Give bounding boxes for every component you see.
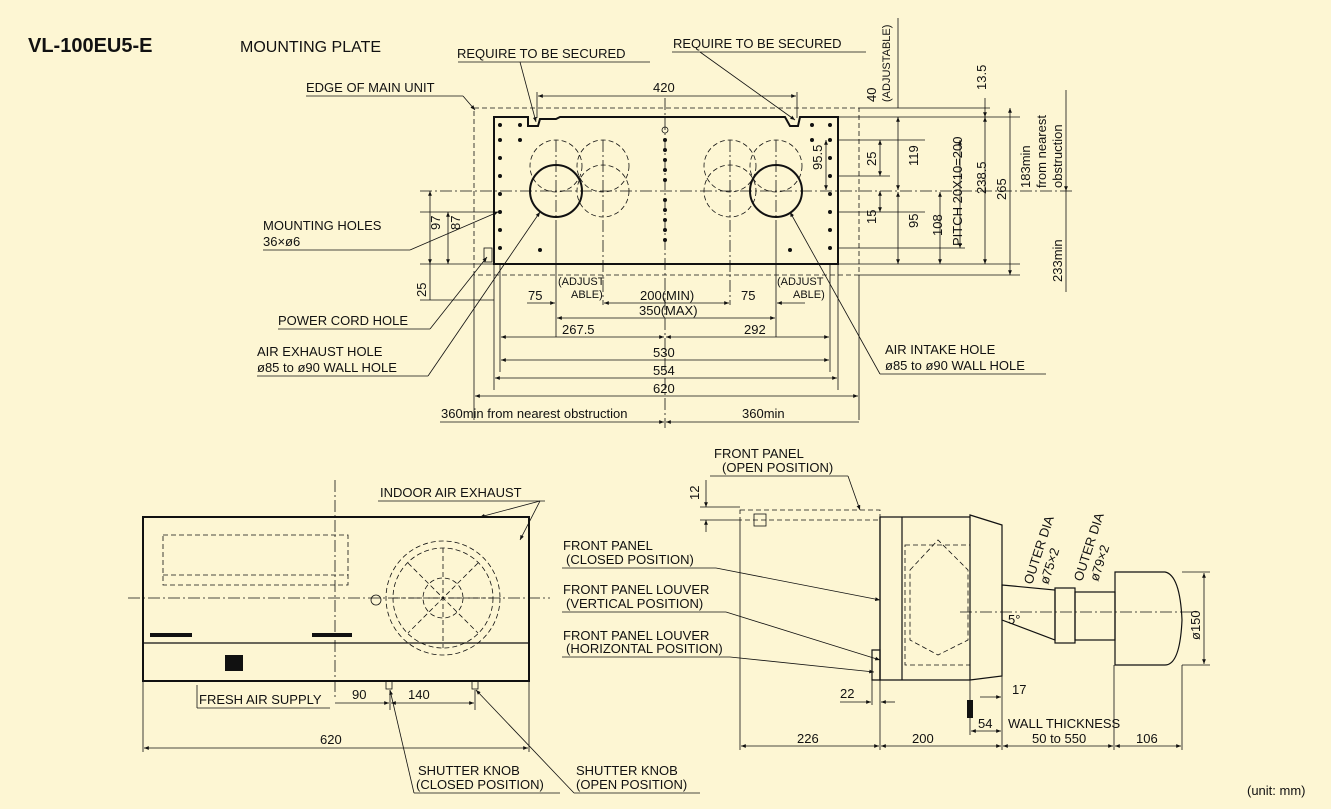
dim-97: 97	[428, 216, 443, 230]
dim-17: 17	[1012, 682, 1026, 697]
louver-horizontal-label-1: FRONT PANEL LOUVER	[563, 628, 709, 643]
power-cord-hole-label: POWER CORD HOLE	[278, 313, 408, 328]
dim-22: 22	[840, 686, 854, 701]
mounting-plate-drawing: 420 REQUIRE TO BE SECURED REQUIRE TO BE …	[257, 18, 1075, 428]
dim-87: 87	[448, 216, 463, 230]
dim-292: 292	[744, 322, 766, 337]
main-unit-edge-outline	[473, 107, 860, 276]
dim-265: 265	[994, 178, 1009, 200]
front-view-drawing: INDOOR AIR EXHAUST FRESH AIR SUPPLY 90 1…	[128, 480, 700, 794]
dim-200: 200	[912, 731, 934, 746]
obstruction-183-3: obstruction	[1050, 124, 1065, 188]
angle-label: 5°	[1008, 612, 1020, 627]
mounting-holes-label: MOUNTING HOLES	[263, 218, 382, 233]
dim-620-plate: 620	[653, 381, 675, 396]
dim-25-right: 25	[864, 152, 879, 166]
wall-thickness-label: WALL THICKNESS	[1008, 716, 1121, 731]
dim-226: 226	[797, 731, 819, 746]
dim-150: ø150	[1188, 610, 1203, 640]
dim-40: 40	[864, 88, 879, 102]
mounting-plate-heading: MOUNTING PLATE	[240, 39, 381, 56]
dim-530: 530	[653, 345, 675, 360]
air-exhaust-label: AIR EXHAUST HOLE	[257, 344, 383, 359]
adjust-right-label-2: ABLE)	[793, 289, 825, 301]
front-panel-open-label-1: FRONT PANEL	[714, 446, 804, 461]
dim-13-5: 13.5	[974, 65, 989, 90]
dim-267-5: 267.5	[562, 322, 595, 337]
front-panel-closed-label-1: FRONT PANEL	[563, 538, 653, 553]
air-exhaust-size: ø85 to ø90 WALL HOLE	[257, 360, 397, 375]
louver-vertical-label-2: (VERTICAL POSITION)	[566, 596, 703, 611]
obstruction-183-2: from nearest	[1034, 115, 1049, 188]
louver-vertical-label-1: FRONT PANEL LOUVER	[563, 582, 709, 597]
mounting-holes-count: 36×ø6	[263, 234, 300, 249]
dim-15: 15	[864, 210, 879, 224]
require-secured-left-label: REQUIRE TO BE SECURED	[457, 46, 626, 61]
front-panel-open-label-2: (OPEN POSITION)	[722, 460, 833, 475]
dim-54: 54	[978, 716, 992, 731]
air-intake-size: ø85 to ø90 WALL HOLE	[885, 358, 1025, 373]
dim-90: 90	[352, 687, 366, 702]
power-cord-hole	[483, 247, 493, 263]
dim-75-left: 75	[528, 288, 542, 303]
dim-106: 106	[1136, 731, 1158, 746]
front-view-body	[142, 516, 530, 682]
obstruction-183-1: 183min	[1018, 145, 1033, 188]
dim-108: 108	[930, 214, 945, 236]
mounting-plate-outline	[493, 116, 839, 265]
wall-thickness-range: 50 to 550	[1032, 731, 1086, 746]
air-intake-label: AIR INTAKE HOLE	[885, 342, 996, 357]
shutter-closed-label-1: SHUTTER KNOB	[418, 763, 520, 778]
side-view-body	[879, 514, 1003, 681]
dim-140: 140	[408, 687, 430, 702]
adjust-left-label-2: ABLE)	[571, 289, 603, 301]
shutter-open-label-2: (OPEN POSITION)	[576, 777, 687, 792]
adjust-left-label-1: (ADJUST	[558, 276, 605, 288]
dim-12: 12	[687, 486, 702, 500]
dim-119: 119	[906, 145, 921, 166]
side-view-drawing: FRONT PANEL (OPEN POSITION) 12 FRONT PAN…	[562, 446, 1210, 750]
shutter-open-label-1: SHUTTER KNOB	[576, 763, 678, 778]
dim-75-right: 75	[741, 288, 755, 303]
shutter-closed-label-2: (CLOSED POSITION)	[416, 777, 544, 792]
adjust-right-label-1: (ADJUST	[777, 276, 824, 288]
obstruction-233: 233min	[1050, 239, 1065, 282]
front-panel-closed-label-2: (CLOSED POSITION)	[566, 552, 694, 567]
pitch-label: PITCH 20X10=200	[950, 137, 965, 246]
obstruction-right-label: 360min	[742, 406, 785, 421]
obstruction-left-label: 360min from nearest obstruction	[441, 406, 627, 421]
require-secured-right-label: REQUIRE TO BE SECURED	[673, 36, 842, 51]
dim-554: 554	[653, 363, 675, 378]
louver-horizontal-label-2: (HORIZONTAL POSITION)	[566, 641, 723, 656]
adjustable-vertical-label: (ADJUSTABLE)	[881, 25, 893, 102]
dim-350-max: 350(MAX)	[639, 303, 698, 318]
dim-620-front: 620	[320, 732, 342, 747]
dim-95: 95	[906, 214, 921, 228]
dim-420: 420	[653, 80, 675, 95]
dim-238-5: 238.5	[974, 161, 989, 194]
indoor-air-exhaust-label: INDOOR AIR EXHAUST	[380, 485, 522, 500]
dim-95-5: 95.5	[810, 145, 825, 170]
fresh-air-supply-label: FRESH AIR SUPPLY	[199, 692, 322, 707]
dim-200-min: 200(MIN)	[640, 288, 694, 303]
dim-25-bottom: 25	[414, 283, 429, 297]
outdoor-hood	[1114, 571, 1183, 666]
model-title: VL-100EU5-E	[28, 35, 153, 57]
unit-note: (unit: mm)	[1247, 783, 1306, 798]
edge-main-unit-label: EDGE OF MAIN UNIT	[306, 80, 435, 95]
